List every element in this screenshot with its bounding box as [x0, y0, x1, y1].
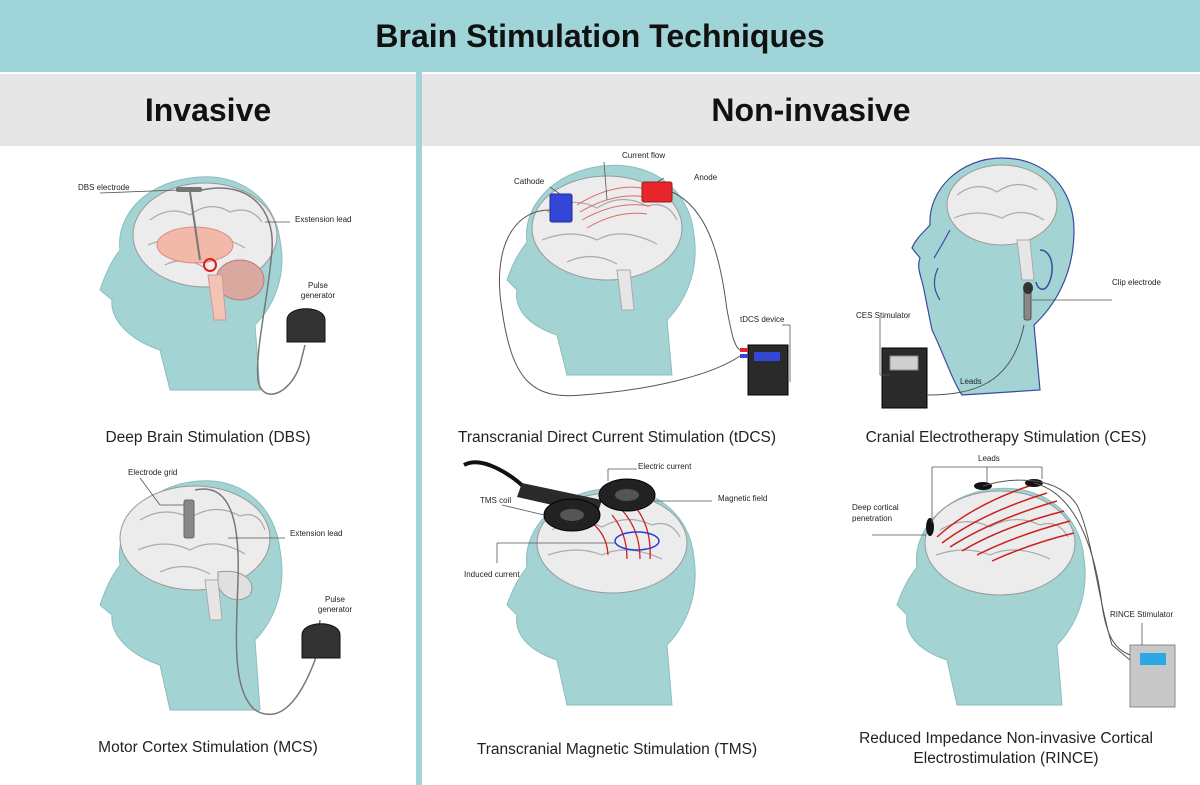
cathode-electrode — [549, 193, 573, 223]
rince-stimulator-screen — [1140, 653, 1166, 665]
label-leads: Leads — [978, 454, 1000, 463]
panel-tdcs: Cathode Current flow Anode tDCS device T… — [422, 150, 812, 455]
electrode-grid — [183, 499, 195, 539]
label-penetration: penetration — [852, 514, 892, 523]
label-current-flow: Current flow — [622, 151, 665, 160]
panel-tms: Electric current TMS coil Magnetic field… — [422, 455, 812, 780]
tdcs-illustration: Cathode Current flow Anode tDCS device — [498, 151, 791, 397]
rince-lead-wire — [1033, 482, 1131, 656]
section-header-invasive: Invasive — [0, 74, 416, 146]
stimulation-field-lines — [936, 484, 1075, 562]
section-title-invasive: Invasive — [144, 91, 272, 128]
label-extension-lead: Extension lead — [290, 529, 342, 538]
label-leads: Leads — [960, 377, 982, 386]
coil-cable — [463, 460, 529, 492]
brain — [924, 490, 1076, 596]
caption-tdcs: Transcranial Direct Current Stimulation … — [457, 429, 777, 446]
panel-dbs: DBS electrode Exstension lead Pulse gene… — [0, 150, 416, 460]
tms-illustration: Electric current TMS coil Magnetic field… — [463, 460, 767, 706]
mcs-illustration: Electrode grid Extension lead Pulse gene… — [99, 468, 353, 716]
section-title-non-invasive: Non-invasive — [711, 91, 911, 128]
ear-icon — [1035, 249, 1053, 290]
lead-electrode-3 — [926, 518, 934, 536]
dbs-burr-cap — [176, 187, 202, 192]
brainstem — [616, 269, 635, 311]
extension-lead-wire — [201, 187, 306, 395]
dbs-illustration: DBS electrode Exstension lead Pulse gene… — [78, 176, 351, 395]
label-electric-current: Electric current — [638, 462, 692, 471]
panel-mcs: Electrode grid Extension lead Pulse gene… — [0, 460, 416, 780]
label-cathode: Cathode — [514, 177, 545, 186]
ces-leads-wire — [926, 324, 1025, 396]
rince-lead-wire-2 — [982, 479, 1131, 661]
label-tdcs-device: tDCS device — [740, 315, 785, 324]
induced-current-loop — [614, 531, 660, 551]
label-generator: generator — [318, 605, 353, 614]
caption-rince-line1: Reduced Impedance Non-invasive Cortical — [859, 730, 1153, 747]
title-banner: Brain Stimulation Techniques — [0, 0, 1200, 72]
cerebellum — [217, 570, 253, 601]
label-anode: Anode — [694, 173, 718, 182]
target-marker — [203, 258, 217, 272]
label-magnetic-field: Magnetic field — [718, 494, 767, 503]
brainstem — [207, 274, 227, 321]
anode-lead-wire — [671, 191, 741, 351]
label-clip-electrode: Clip electrode — [1112, 278, 1161, 287]
label-pulse: Pulse — [325, 595, 346, 604]
current-flow-lines — [576, 186, 653, 229]
label-dbs-electrode: DBS electrode — [78, 183, 130, 192]
brain-folds — [953, 183, 1045, 221]
brain-folds — [137, 508, 266, 575]
caption-rince-line2: Electrostimulation (RINCE) — [913, 750, 1099, 767]
label-generator: generator — [301, 291, 336, 300]
label-pulse: Pulse — [308, 281, 329, 290]
caption-rince: Reduced Impedance Non-invasive Cortical … — [812, 729, 1200, 769]
section-header-non-invasive: Non-invasive — [422, 74, 1200, 146]
brain — [946, 164, 1058, 246]
rince-illustration: Leads Deep cortical penetration RINCE St… — [852, 454, 1176, 708]
extension-lead-wire — [194, 488, 321, 716]
page-title: Brain Stimulation Techniques — [375, 17, 825, 54]
brainstem — [204, 579, 223, 621]
label-ces-stimulator: CES Stimulator — [856, 311, 911, 320]
caption-dbs: Deep Brain Stimulation (DBS) — [105, 429, 311, 446]
label-rince-stimulator: RINCE Stimulator — [1110, 610, 1173, 619]
face-outline — [933, 229, 951, 301]
panel-ces: Clip electrode CES Stimulator Leads Cran… — [812, 150, 1200, 455]
label-extension-lead: Exstension lead — [295, 215, 351, 224]
pulse-generator-icon — [286, 308, 326, 343]
panel-rince: Leads Deep cortical penetration RINCE St… — [812, 454, 1200, 780]
caption-tms: Transcranial Magnetic Stimulation (TMS) — [476, 741, 758, 758]
ces-illustration: Clip electrode CES Stimulator Leads — [856, 157, 1161, 409]
label-tms-coil: TMS coil — [480, 496, 511, 505]
tdcs-device-screen — [754, 352, 780, 361]
label-induced-current: Induced current — [464, 570, 520, 579]
anode-electrode — [641, 181, 673, 203]
dbs-electrode-wire — [189, 191, 201, 261]
caption-ces: Cranial Electrotherapy Stimulation (CES) — [865, 429, 1147, 446]
label-electrode-grid: Electrode grid — [128, 468, 177, 477]
cathode-lead-wire — [498, 209, 741, 397]
section-divider — [416, 72, 422, 785]
pulse-generator-icon — [301, 623, 341, 659]
ces-stimulator-screen — [889, 355, 919, 371]
brainstem — [1016, 239, 1035, 281]
label-deep-cortical: Deep cortical — [852, 503, 899, 512]
caption-mcs: Motor Cortex Stimulation (MCS) — [98, 739, 318, 756]
